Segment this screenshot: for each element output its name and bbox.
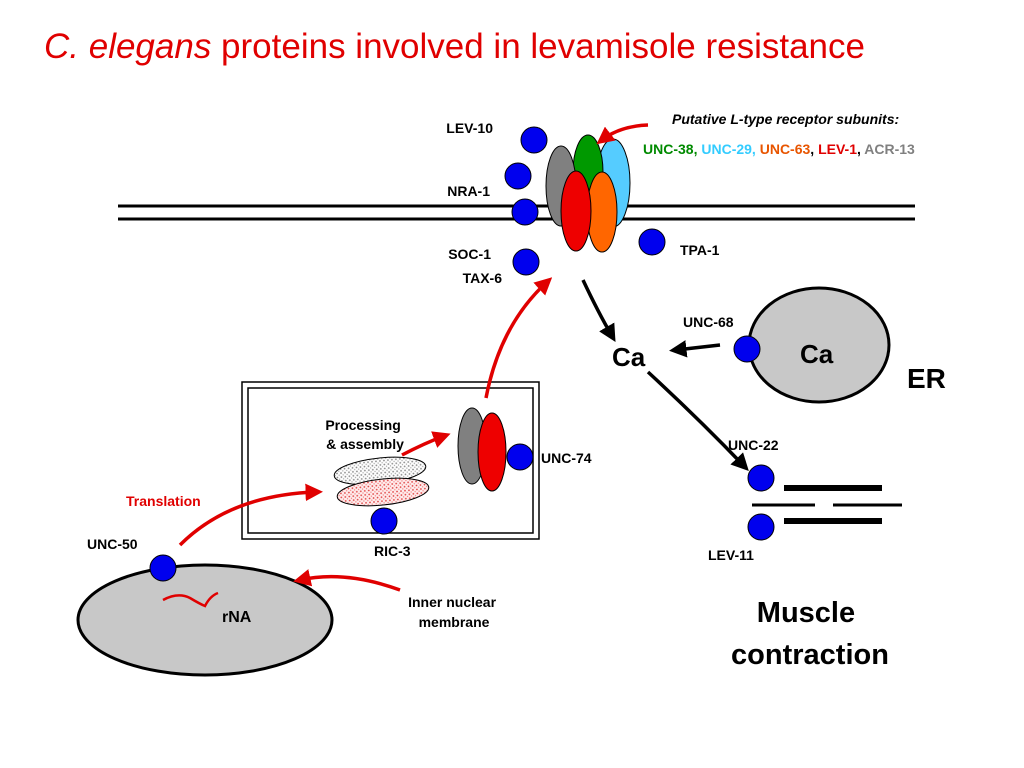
label-lev10: LEV-10 bbox=[446, 120, 493, 136]
tpa1-protein bbox=[638, 228, 666, 256]
label-inner-nuclear-membrane: Inner nuclear membrane bbox=[408, 594, 500, 630]
subunit-acr13: ACR-13 bbox=[864, 141, 915, 157]
label-unc74: UNC-74 bbox=[541, 450, 592, 466]
label-ca-er: Ca bbox=[800, 339, 834, 369]
muscle-line-1: Muscle bbox=[757, 597, 855, 629]
assembled-subunit-red bbox=[477, 412, 507, 492]
arrow-ca-to-muscle bbox=[646, 370, 749, 472]
unc22-protein bbox=[747, 464, 775, 492]
arrow-er-to-ca bbox=[669, 340, 721, 358]
label-rna: rNA bbox=[222, 609, 252, 626]
lev10-protein bbox=[520, 126, 548, 154]
label-ric3: RIC-3 bbox=[374, 543, 411, 559]
subunit-unc38: UNC-38, bbox=[643, 141, 697, 157]
unc74-protein bbox=[506, 443, 534, 471]
processing-line-2: & assembly bbox=[326, 436, 404, 452]
lev11-protein bbox=[747, 513, 775, 541]
unc50-protein bbox=[149, 554, 177, 582]
er-assembly-box-outer bbox=[241, 381, 540, 540]
unc68-protein bbox=[733, 335, 761, 363]
ric3-protein bbox=[370, 507, 398, 535]
title-italic-species: C. elegans bbox=[44, 27, 212, 66]
muscle-line-2: contraction bbox=[731, 639, 889, 671]
nra1-upper-protein bbox=[504, 162, 532, 190]
nra1-protein bbox=[511, 198, 539, 226]
inner-nuclear-line-1: Inner nuclear bbox=[408, 594, 496, 610]
ribosome-red bbox=[336, 477, 430, 507]
subunit-unc29: UNC-29, bbox=[701, 141, 755, 157]
label-unc50: UNC-50 bbox=[87, 536, 138, 552]
receptor-complex bbox=[545, 134, 631, 253]
receptor-subunit-list: UNC-38, UNC-29, UNC-63, LEV-1, ACR-13 bbox=[643, 141, 915, 157]
label-unc68: UNC-68 bbox=[683, 314, 734, 330]
subunit-comma-2: , bbox=[857, 141, 861, 157]
label-tax6: TAX-6 bbox=[463, 270, 503, 286]
arrow-receptor-to-ca bbox=[581, 279, 616, 343]
label-ca-cytosol: Ca bbox=[612, 342, 646, 372]
label-unc22: UNC-22 bbox=[728, 437, 779, 453]
rna-strand bbox=[162, 591, 219, 608]
arrow-subunits-pointer bbox=[596, 123, 649, 145]
label-nra1: NRA-1 bbox=[447, 183, 490, 199]
label-muscle-contraction: Muscle contraction bbox=[731, 597, 889, 671]
label-er: ER bbox=[907, 363, 946, 394]
processing-line-1: Processing bbox=[325, 417, 400, 433]
subunit-comma-1: , bbox=[810, 141, 814, 157]
label-processing: Processing & assembly bbox=[325, 417, 404, 452]
arrow-assembly bbox=[401, 431, 451, 457]
inner-nuclear-line-2: membrane bbox=[419, 614, 490, 630]
arrow-translation bbox=[178, 483, 323, 547]
arrow-inner-nuclear-membrane bbox=[293, 569, 401, 592]
slide-title: C. elegans proteins involved in levamiso… bbox=[44, 26, 924, 68]
label-translation: Translation bbox=[126, 493, 201, 509]
label-lev11: LEV-11 bbox=[708, 547, 754, 563]
nucleus bbox=[76, 563, 334, 677]
receptor-heading: Putative L-type receptor subunits: bbox=[672, 111, 899, 127]
subunit-lev1: LEV-1 bbox=[818, 141, 857, 157]
label-tpa1: TPA-1 bbox=[680, 242, 720, 258]
label-soc1: SOC-1 bbox=[448, 246, 491, 262]
title-rest: proteins involved in levamisole resistan… bbox=[211, 27, 865, 66]
arrow-to-membrane bbox=[484, 277, 553, 399]
soc1-tax6-protein bbox=[512, 248, 540, 276]
subunit-unc63: UNC-63 bbox=[760, 141, 811, 157]
subunit-red bbox=[560, 170, 592, 252]
subunit-orange bbox=[586, 171, 618, 253]
